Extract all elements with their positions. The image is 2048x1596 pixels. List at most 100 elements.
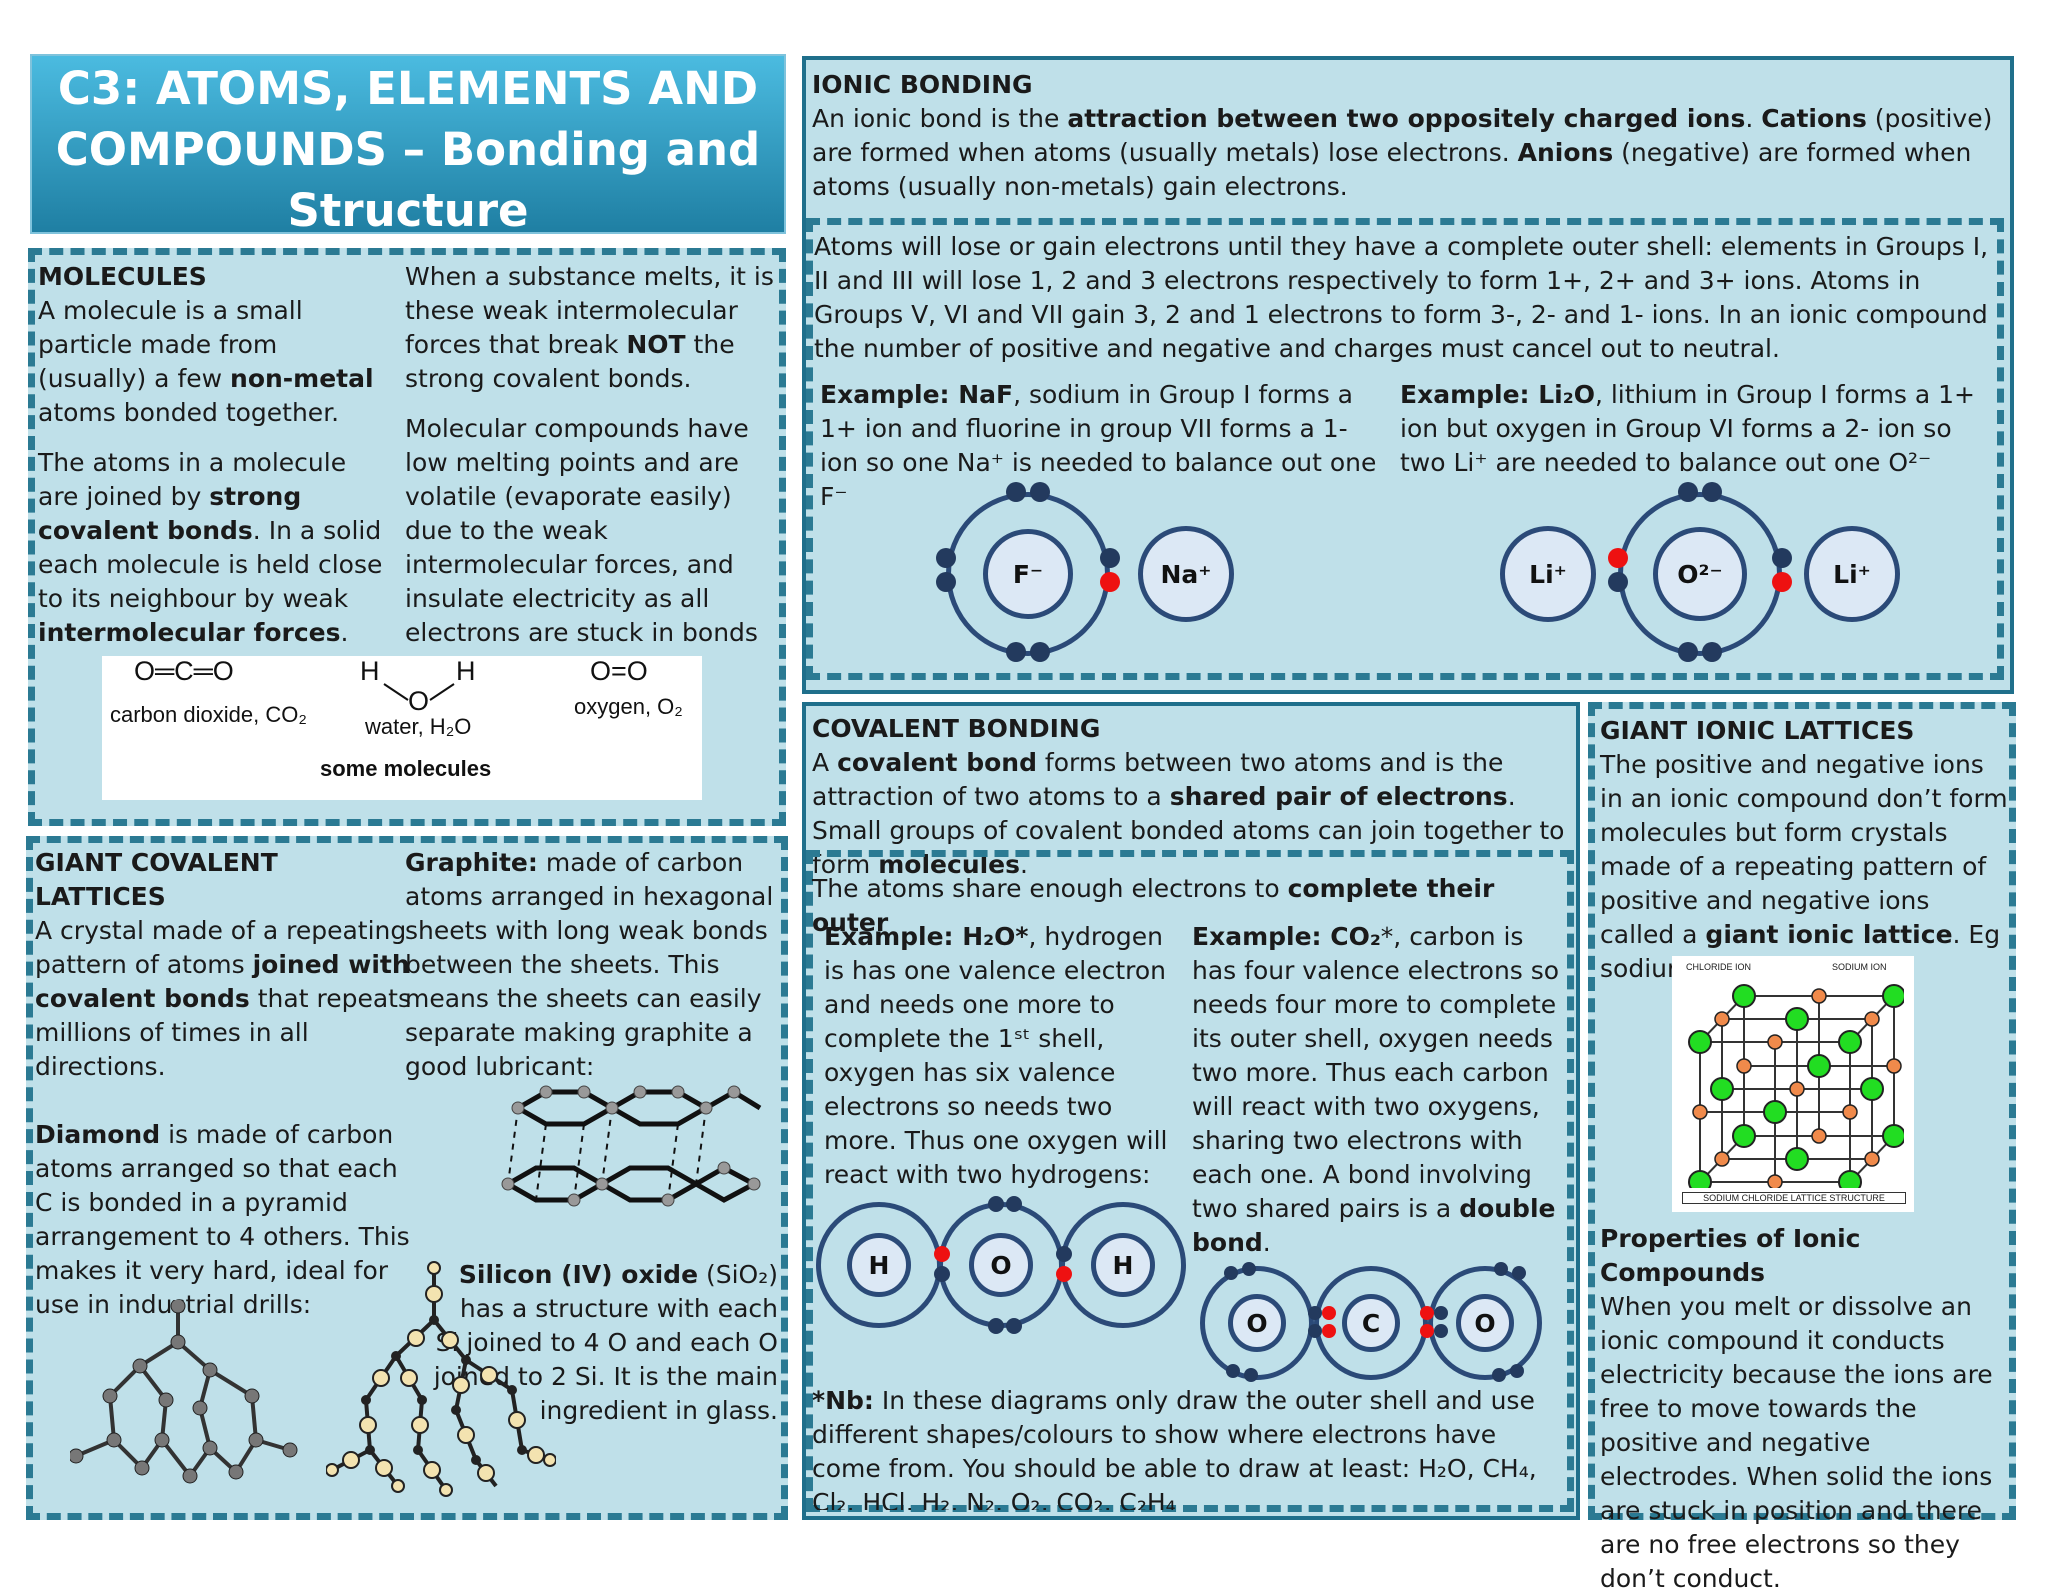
graphite-structure-diagram bbox=[501, 1085, 762, 1207]
ionic-properties-body: When you melt or dissolve an ionic compo… bbox=[1600, 1292, 1993, 1593]
h2o-o: O bbox=[408, 686, 430, 716]
carbon-atom: C bbox=[1342, 1294, 1400, 1352]
covalent-bonding-inner-box bbox=[806, 850, 1574, 1512]
electron bbox=[936, 548, 956, 568]
electron bbox=[1030, 642, 1050, 662]
covalent-bonding-p2: The atoms share enough electrons to comp… bbox=[812, 874, 1495, 937]
graphite-text: Graphite: made of carbon atoms arranged … bbox=[405, 848, 774, 1081]
covalent-example-co2: Example: CO₂*, carbon is has four valenc… bbox=[1192, 922, 1560, 1257]
transferred-electron bbox=[1100, 572, 1120, 592]
giant-covalent-heading: GIANT COVALENT LATTICES bbox=[35, 848, 278, 911]
ionic-bonding-heading: IONIC BONDING bbox=[812, 70, 1033, 99]
covalent-example-h2o: Example: H₂O*, hydrogen is has one valen… bbox=[824, 922, 1168, 1189]
shared-electron bbox=[934, 1246, 950, 1262]
diamond-text: Diamond is made of carbon atoms arranged… bbox=[35, 1120, 410, 1319]
shared-electron bbox=[1434, 1306, 1448, 1320]
diamond-structure-diagram bbox=[70, 1300, 298, 1484]
giant-covalent-p1: A crystal made of a repeating pattern of… bbox=[35, 916, 411, 1081]
electron bbox=[988, 1318, 1004, 1334]
giant-ionic-p1: The positive and negative ions in an ion… bbox=[1600, 750, 2008, 983]
electron bbox=[1242, 1262, 1256, 1276]
oxygen-atom-right: O bbox=[1456, 1294, 1514, 1352]
h2o-label: water, H₂O bbox=[365, 714, 472, 739]
ionic-example-naf: Example: NaF, sodium in Group I forms a … bbox=[820, 380, 1377, 511]
electron bbox=[1678, 482, 1698, 502]
molecules-heading: MOLECULES bbox=[38, 262, 207, 291]
molecules-p3: When a substance melts, it is these weak… bbox=[405, 262, 774, 393]
electron bbox=[936, 572, 956, 592]
h2o-h-right: H bbox=[456, 656, 476, 686]
lattice-caption: SODIUM CHLORIDE LATTICE STRUCTURE bbox=[1682, 1192, 1906, 1204]
giant-ionic-heading: GIANT IONIC LATTICES bbox=[1600, 716, 1915, 745]
shared-electron bbox=[1434, 1324, 1448, 1338]
molecules-p2: The atoms in a molecule are joined by st… bbox=[38, 448, 383, 647]
page-title: C3: ATOMS, ELEMENTS AND COMPOUNDS – Bond… bbox=[30, 54, 786, 237]
ionic-bonding-inner-box bbox=[806, 218, 2004, 680]
shared-electron bbox=[1308, 1324, 1322, 1338]
co2-formula: O═C═O bbox=[134, 656, 234, 686]
electron bbox=[1510, 1364, 1524, 1378]
hydrogen-shell-right bbox=[1060, 1202, 1186, 1328]
electron bbox=[1006, 1196, 1022, 1212]
giant-ionic-text: GIANT IONIC LATTICES The positive and ne… bbox=[1600, 714, 2010, 986]
giant-covalent-panel bbox=[26, 836, 788, 1520]
sodium-chloride-lattice-figure: CHLORIDE ION SODIUM ION SOD bbox=[1672, 956, 1914, 1212]
electron bbox=[1772, 548, 1792, 568]
shared-electron bbox=[1308, 1306, 1322, 1320]
ionic-bonding-p1: An ionic bond is the attraction between … bbox=[812, 104, 1993, 201]
electron bbox=[1100, 548, 1120, 568]
shared-electron bbox=[1420, 1306, 1434, 1320]
shared-electron bbox=[1322, 1324, 1336, 1338]
shared-electron bbox=[1322, 1306, 1336, 1320]
ionic-example-li2o: Example: Li₂O, lithium in Group I forms … bbox=[1400, 380, 1975, 477]
molecules-figure: O═C═O carbon dioxide, CO₂ H O H water, H… bbox=[102, 656, 702, 800]
oxygen-atom-left: O bbox=[1228, 1294, 1286, 1352]
shared-electron bbox=[934, 1266, 950, 1282]
co2-label: carbon dioxide, CO₂ bbox=[110, 702, 307, 727]
covalent-note: *Nb: In these diagrams only draw the out… bbox=[812, 1386, 1537, 1510]
lattice-diagram bbox=[1688, 984, 1904, 1188]
ionic-bonding-intro: IONIC BONDING An ionic bond is the attra… bbox=[812, 68, 2002, 204]
shared-electron bbox=[1056, 1266, 1072, 1282]
ionic-bonding-p2: Atoms will lose or gain electrons until … bbox=[814, 232, 1989, 363]
electron bbox=[1224, 1266, 1238, 1280]
h2o-bonds bbox=[383, 683, 455, 701]
electron bbox=[1702, 642, 1722, 662]
h2o-h-left: H bbox=[360, 656, 380, 686]
oxide-ion: O²⁻ bbox=[1653, 527, 1747, 621]
o2-label: oxygen, O₂ bbox=[574, 694, 683, 719]
hydrogen-atom-left: H bbox=[847, 1233, 911, 1297]
carbon-shell bbox=[1314, 1266, 1428, 1380]
sodium-ion-label: SODIUM ION bbox=[1832, 962, 1887, 972]
electron bbox=[1494, 1262, 1508, 1276]
covalent-bonding-heading: COVALENT BONDING bbox=[812, 714, 1101, 743]
molecules-p4: Molecular compounds have low melting poi… bbox=[405, 414, 758, 681]
chloride-ion-label: CHLORIDE ION bbox=[1686, 962, 1752, 972]
molecules-left-text: MOLECULES A molecule is a small particle… bbox=[38, 260, 388, 650]
electron bbox=[1006, 1318, 1022, 1334]
electron bbox=[1226, 1364, 1240, 1378]
shared-electron bbox=[1420, 1324, 1434, 1338]
electron bbox=[1678, 642, 1698, 662]
ionic-properties-text: Properties of Ionic Compounds When you m… bbox=[1600, 1222, 2010, 1596]
electron bbox=[1006, 642, 1026, 662]
molecules-p1: A molecule is a small particle made from… bbox=[38, 296, 374, 427]
hydrogen-atom-right: H bbox=[1091, 1233, 1155, 1297]
electron bbox=[1492, 1368, 1506, 1382]
transferred-electron bbox=[1608, 548, 1628, 568]
giant-covalent-left-text: GIANT COVALENT LATTICES A crystal made o… bbox=[35, 846, 415, 1322]
covalent-bonding-panel bbox=[802, 702, 1580, 1520]
electron bbox=[1006, 482, 1026, 502]
electron bbox=[1030, 482, 1050, 502]
molecules-caption: some molecules bbox=[320, 756, 492, 781]
electron bbox=[1244, 1368, 1258, 1382]
electron bbox=[988, 1196, 1004, 1212]
transferred-electron bbox=[1772, 572, 1792, 592]
fluoride-ion: F⁻ bbox=[983, 529, 1073, 619]
shared-electron bbox=[1056, 1246, 1072, 1262]
o2-formula: O=O bbox=[590, 656, 648, 686]
sodium-ion: Na⁺ bbox=[1138, 526, 1234, 622]
oxygen-shell-right bbox=[1428, 1266, 1542, 1380]
ionic-properties-heading: Properties of Ionic Compounds bbox=[1600, 1224, 1861, 1287]
lithium-ion-right: Li⁺ bbox=[1804, 526, 1900, 622]
